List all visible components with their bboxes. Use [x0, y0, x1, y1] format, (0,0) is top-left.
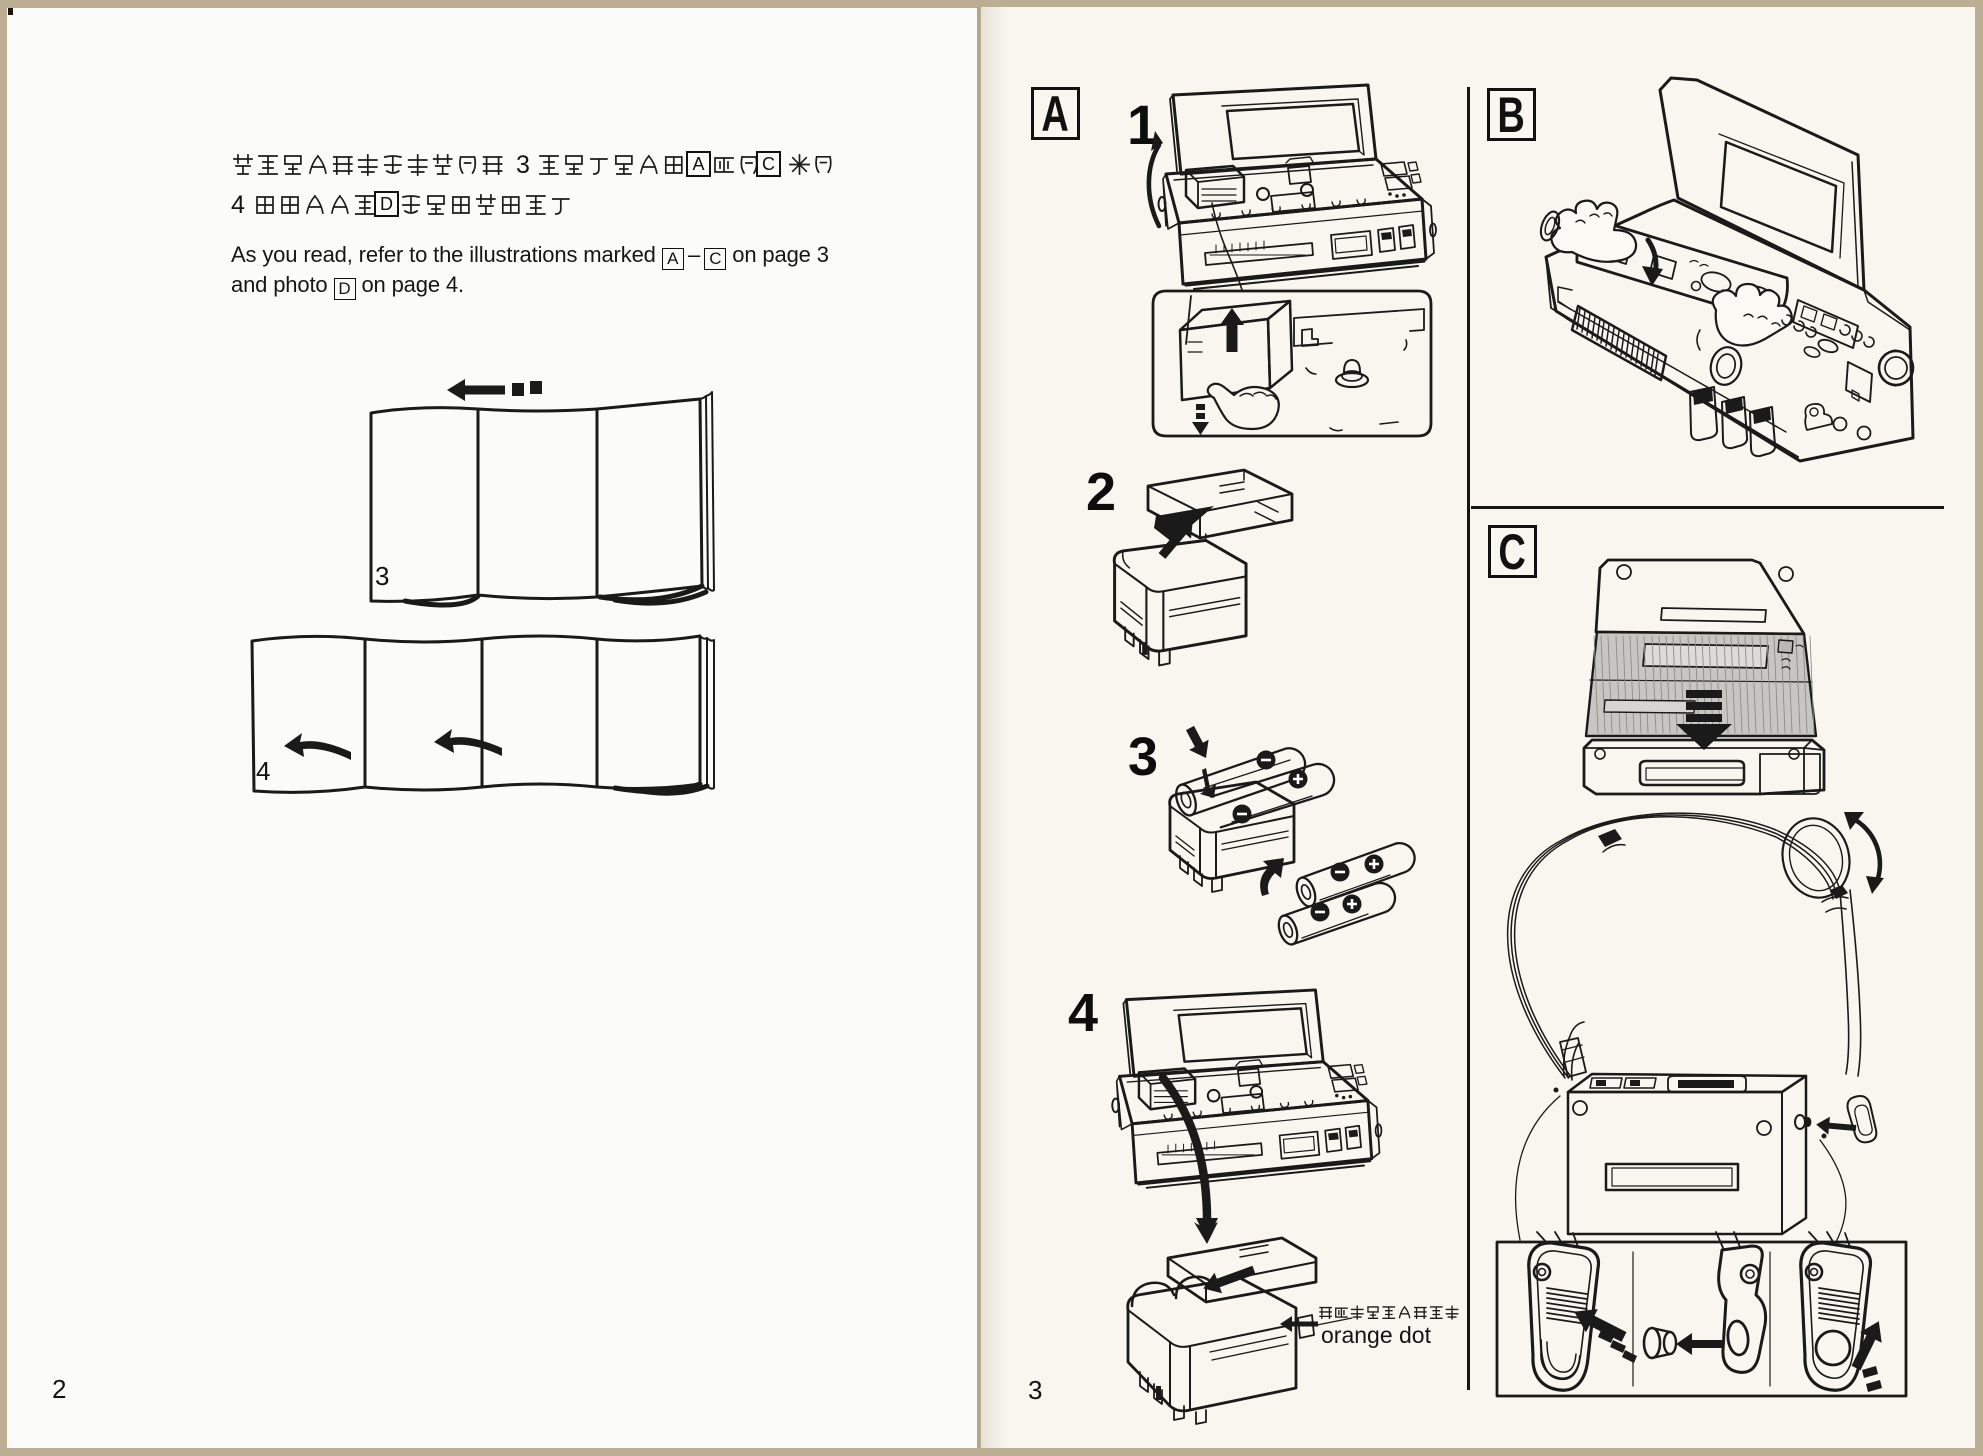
svg-text:3: 3	[375, 561, 389, 591]
svg-text:4: 4	[256, 756, 270, 786]
